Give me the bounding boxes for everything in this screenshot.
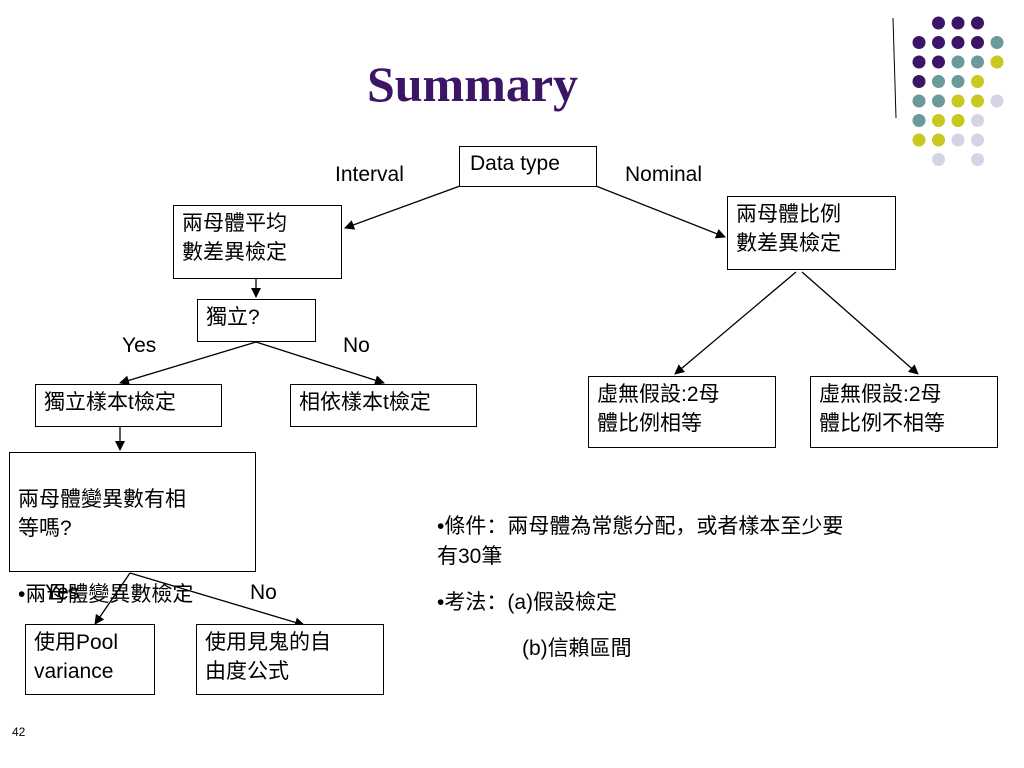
arrow-proportion-to-h0-equal [674,271,797,375]
dot-cluster [912,16,1004,166]
pool-variance-node: 使用Pool variance [25,624,155,695]
decorative-dot [971,75,984,88]
decorative-dot [971,94,984,108]
data-type-node: Data type [459,146,597,187]
variance-question: 兩母體變異數有相 等嗎? [18,488,186,540]
decorative-dot [912,114,926,127]
decorative-dot [951,133,965,147]
decorative-dot [912,55,926,69]
label-interval: Interval [335,163,404,186]
mean-difference-test-node: 兩母體平均 數差異檢定 [173,205,342,279]
page-title: Summary [366,56,579,112]
arrow-variance-to-ghost [129,572,305,628]
variance-test-bullet: •兩母體變異數檢定 [18,583,194,606]
method-note: •考法：(a)假設檢定 [437,591,618,614]
decorative-line [892,17,897,119]
method-note-b: (b)信賴區間 [522,637,632,660]
decorative-dot [932,55,945,69]
label-yes-independent: Yes [122,334,157,357]
decorative-dot [951,114,965,127]
decorative-dot [951,16,965,30]
decorative-dot [912,36,926,49]
arrow-variance-to-pool [94,572,131,625]
arrow-datatype-to-mean [344,185,461,230]
decorative-dot [971,133,984,147]
decorative-dot [990,36,1004,49]
decorative-dot [932,133,945,147]
h0-proportions-not-equal-node: 虛無假設:2母 體比例不相等 [810,376,998,448]
decorative-dot [971,16,984,30]
decorative-dot [951,36,965,49]
arrow-independent-to-dep-t [255,341,385,386]
label-yes-variance: Yes [45,581,80,604]
label-no-independent: No [343,334,370,357]
decorative-dot [932,36,945,49]
decorative-dot [990,94,1004,108]
decorative-dot [932,16,945,30]
arrow-proportion-to-h0-not-equal [801,271,919,375]
decorative-dot [932,75,945,88]
decorative-dot [912,94,926,108]
ghost-df-formula-node: 使用見鬼的自 由度公式 [196,624,384,695]
proportion-difference-test-node: 兩母體比例 數差異檢定 [727,196,896,270]
decorative-dot [971,153,984,166]
label-nominal: Nominal [625,163,703,186]
arrow-independent-to-indep-t [119,341,257,386]
independent-t-test-node: 獨立樣本t檢定 [35,384,222,427]
decorative-dot [932,94,945,108]
variance-equality-node: 兩母體變異數有相 等嗎? •兩母體變異數檢定 [9,452,256,606]
decorative-dot [951,55,965,69]
independent-question-node: 獨立? [197,299,316,342]
decorative-dot [912,75,926,88]
slide-number: 42 [12,725,26,739]
decorative-dot [951,94,965,108]
decorative-dot [990,55,1004,69]
decorative-dot [932,153,945,166]
decorative-dot [932,114,945,127]
h0-proportions-equal-node: 虛無假設:2母 體比例相等 [588,376,776,448]
label-no-variance: No [250,581,277,604]
decorative-dot [971,114,984,127]
decorative-dot [951,75,965,88]
condition-note: •條件：兩母體為常態分配，或者樣本至少要有30筆 [437,515,844,568]
dependent-t-test-node: 相依樣本t檢定 [290,384,477,427]
arrow-datatype-to-proportion [595,185,726,239]
decorative-dot [912,133,926,147]
decorative-dot [971,36,984,49]
decorative-dot [971,55,984,69]
